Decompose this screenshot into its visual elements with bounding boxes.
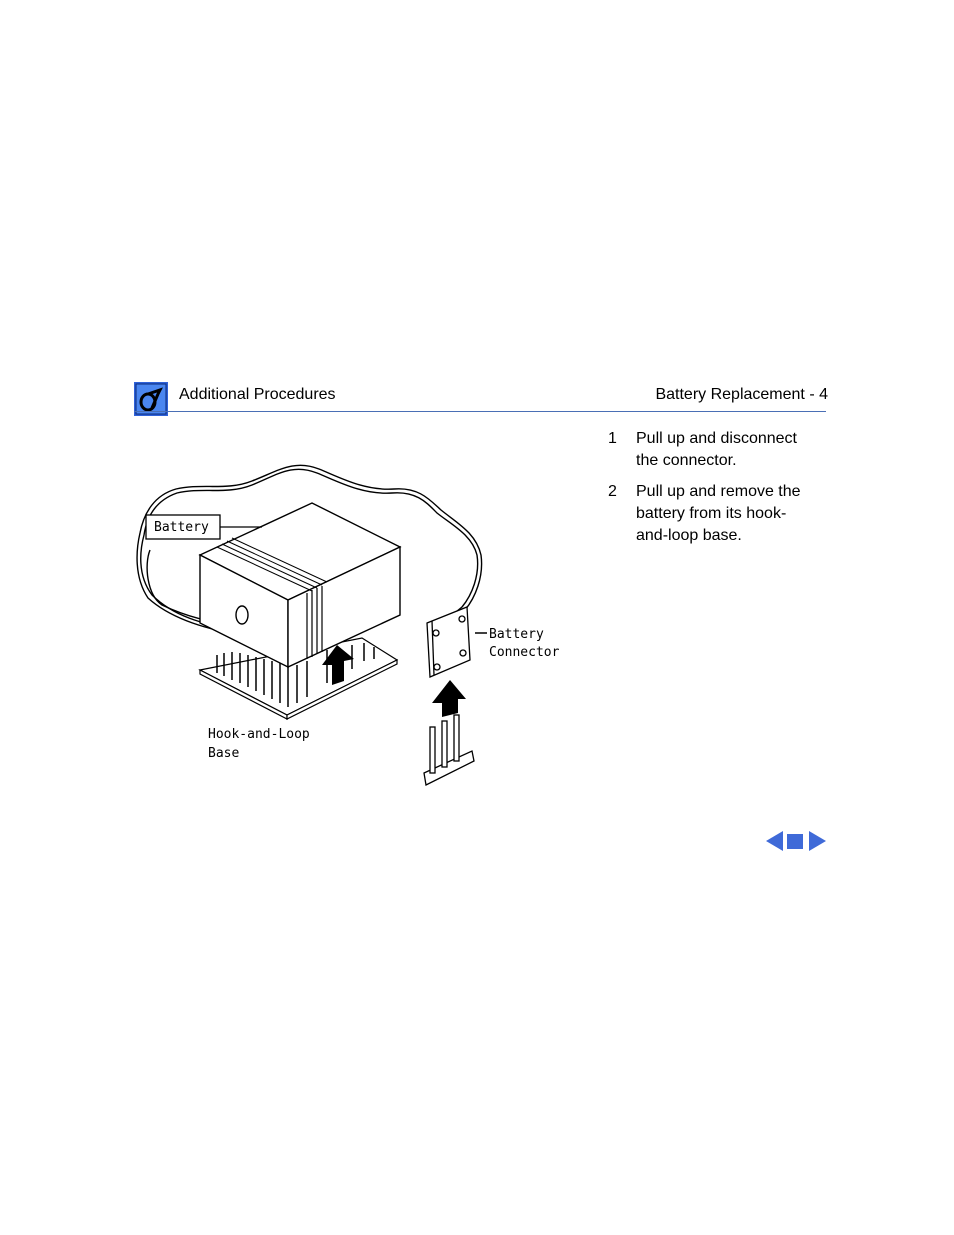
step-text: Pull up and disconnect the connector. xyxy=(636,430,797,469)
step-number: 1 xyxy=(608,430,617,447)
battery xyxy=(198,502,402,669)
page-header: Additional Procedures Battery Replacemen… xyxy=(134,380,828,416)
connector-label-line2: Connector xyxy=(489,645,560,660)
page-navigation xyxy=(765,830,827,852)
connector-label-line1: Battery xyxy=(489,627,544,642)
up-arrow-icon xyxy=(432,680,466,717)
page-title: Battery Replacement - 4 xyxy=(655,386,828,403)
apple-service-logo-icon xyxy=(134,382,168,416)
instruction-steps: 1 Pull up and disconnect the connector. … xyxy=(608,428,838,556)
battery-label-text: Battery xyxy=(154,520,209,535)
right-arrow-icon[interactable] xyxy=(807,830,827,852)
step-number: 2 xyxy=(608,483,617,500)
up-arrow-icon xyxy=(322,645,354,685)
battery-connector xyxy=(426,606,487,678)
step-1: 1 Pull up and disconnect the connector. xyxy=(608,428,838,472)
battery-label: Battery xyxy=(145,514,262,540)
section-title: Additional Procedures xyxy=(179,386,336,403)
base-label-line2: Base xyxy=(208,746,239,761)
base-label-line1: Hook-and-Loop xyxy=(208,727,310,742)
connector-header xyxy=(423,714,475,786)
step-2: 2 Pull up and remove the battery from it… xyxy=(608,481,838,547)
header-divider xyxy=(134,411,826,412)
step-text: Pull up and remove the battery from its … xyxy=(636,483,801,544)
left-arrow-icon[interactable] xyxy=(765,830,785,852)
battery-removal-illustration: Battery Battery Connector Hook-and-Loop … xyxy=(136,464,560,786)
square-stop-icon[interactable] xyxy=(787,834,803,849)
